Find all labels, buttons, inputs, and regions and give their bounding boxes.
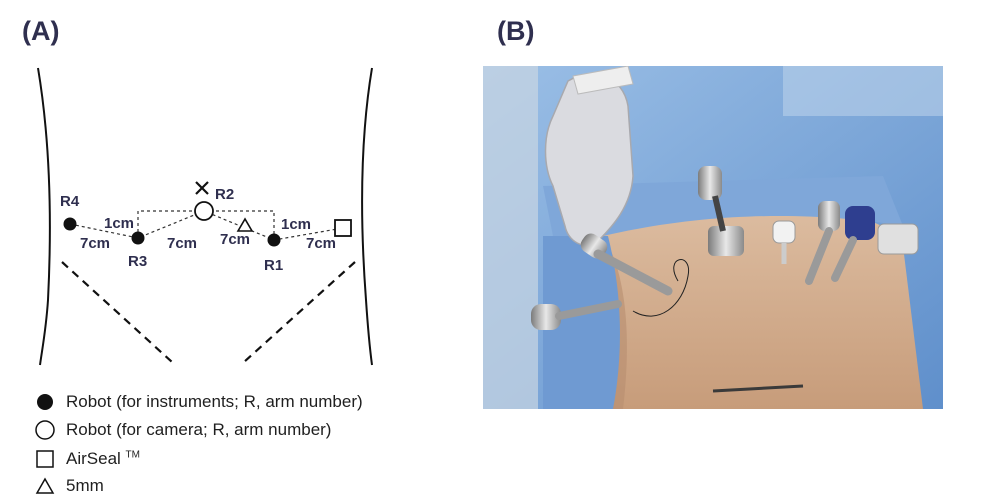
camera-port (698, 166, 744, 256)
inguinal-line-left (61, 261, 173, 363)
distance-label-right-offset: 1cm (281, 216, 311, 233)
body-outline-left (37, 67, 51, 366)
offset-bracket-left (137, 210, 204, 238)
port-5mm-marker (236, 217, 254, 232)
trocar-left-lower (531, 300, 622, 330)
open-circle-icon (35, 420, 55, 440)
body-outline-right (361, 67, 373, 366)
blue-towel-top (543, 176, 903, 236)
distance-label-r2-r1: 7cm (220, 231, 250, 248)
port-r1-label: R1 (264, 257, 283, 274)
cross-marker (195, 181, 209, 195)
legend-label: AirSeal TM (66, 449, 140, 468)
drape-fold-top (783, 66, 943, 116)
panel-a-label: (A) (22, 16, 60, 46)
port-r3-marker (131, 231, 145, 245)
distance-label-left-offset: 1cm (104, 215, 134, 232)
port-r4-label: R4 (60, 193, 80, 210)
legend-item-5mm: 5mm (34, 474, 104, 498)
glove-cuff (572, 66, 634, 95)
legend-label: Robot (for instruments; R, arm number) (66, 392, 363, 411)
legend-label: 5mm (66, 476, 104, 495)
suture-thread (632, 259, 690, 317)
blue-towel-left (543, 236, 620, 409)
port-r3-label: R3 (128, 253, 147, 270)
trocar-right-1 (805, 201, 840, 285)
scar-line (712, 384, 804, 393)
trocar-right-2 (831, 206, 919, 282)
distance-label-r1-airseal: 7cm (306, 235, 336, 252)
inguinal-line-right (243, 261, 356, 363)
legend-item-airseal: AirSeal TM (34, 447, 140, 471)
open-triangle-icon (35, 477, 55, 494)
trocar-left-upper (580, 233, 673, 296)
open-square-icon (36, 450, 54, 468)
port-r2-marker (194, 201, 214, 221)
legend-label: Robot (for camera; R, arm number) (66, 420, 332, 439)
airseal-port (772, 220, 796, 264)
legend-item-camera-robot: Robot (for camera; R, arm number) (34, 418, 331, 442)
port-r1-marker (267, 233, 281, 247)
drape-fold-left (483, 66, 538, 409)
legend-item-instrument-robot: Robot (for instruments; R, arm number) (34, 390, 363, 414)
port-placement-diagram: R4 R3 R2 R1 1cm 1cm 7cm 7cm 7cm 7cm (37, 67, 373, 366)
panel-b-label: (B) (497, 16, 535, 46)
distance-label-r3-r2: 7cm (167, 235, 197, 252)
port-r4-marker (63, 217, 77, 231)
port-airseal-marker (334, 219, 352, 237)
distance-label-r4-r3: 7cm (80, 235, 110, 252)
surgical-photo (483, 66, 943, 409)
trademark-superscript: TM (125, 449, 140, 461)
filled-circle-icon (37, 394, 53, 410)
abdominal-skin (603, 209, 923, 409)
port-r2-label: R2 (215, 186, 234, 203)
